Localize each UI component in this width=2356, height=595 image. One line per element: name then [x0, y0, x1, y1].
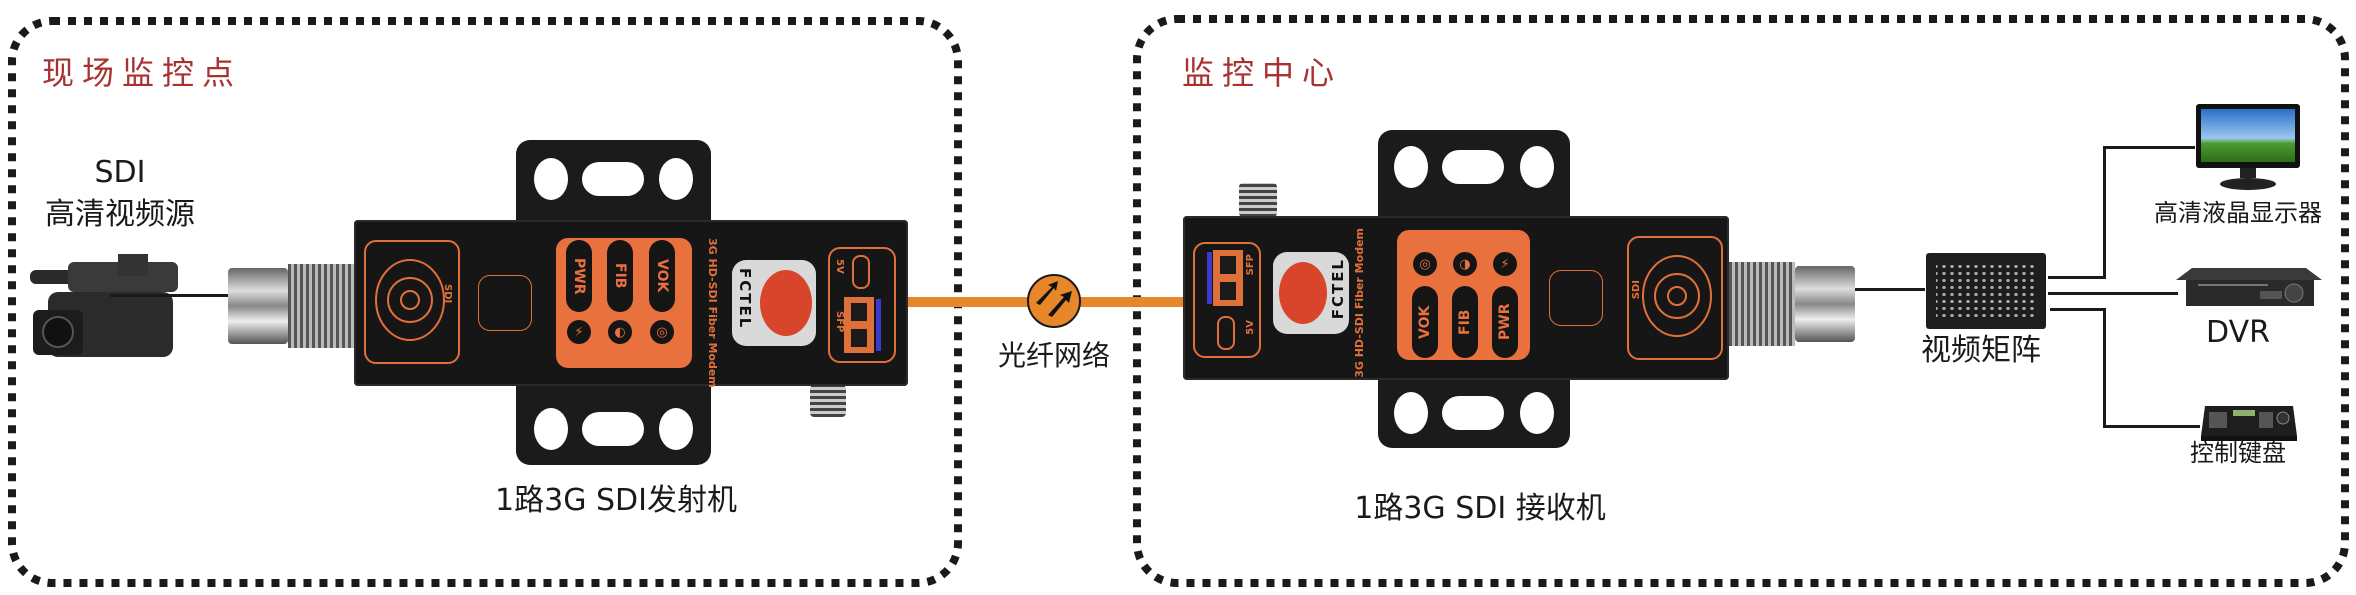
sfp-latch	[876, 299, 881, 351]
source-label-line1: SDI	[94, 155, 146, 190]
sfp-port[interactable]	[844, 297, 874, 353]
monitor-icon	[2196, 104, 2300, 190]
dvr-label: DVR	[2206, 315, 2270, 350]
camcorder-icon	[30, 254, 178, 357]
power-port-label: 5V	[1245, 320, 1256, 335]
cable-monitor-a	[2048, 276, 2105, 279]
matrix-label: 视频矩阵	[1921, 333, 2041, 368]
receiver-label: 1路3G SDI 接收机	[1354, 491, 1606, 526]
usb-c-port[interactable]	[1217, 316, 1235, 350]
source-label-line2: 高清视频源	[45, 197, 195, 232]
source-cable	[110, 294, 232, 297]
sdi-port-frame	[364, 240, 460, 364]
fiber-port-frame: SFP 5V	[1193, 242, 1261, 358]
model-text: 3G HD-SDI Fiber Modem	[1353, 228, 1366, 378]
keyboard-label: 控制键盘	[2190, 439, 2286, 467]
video-icon: ◎	[1413, 252, 1437, 276]
bnc-thread	[288, 264, 354, 348]
model-text: 3G HD-SDI Fiber Modem	[706, 238, 719, 388]
power-icon: ⚡	[567, 320, 591, 344]
sdi-port-icon	[375, 259, 445, 341]
cable-keyboard-a	[2050, 308, 2105, 311]
cable-monitor-b	[2103, 146, 2106, 279]
fiber-port-frame: 5V SFP	[828, 247, 896, 363]
usb-c-port[interactable]	[852, 255, 870, 289]
cable-keyboard-b	[2103, 308, 2106, 428]
bnc-connector[interactable]	[1795, 266, 1855, 342]
ground-screw	[1239, 183, 1277, 217]
led-panel: ◎ ◑ ⚡ VOK FIB PWR	[1397, 230, 1530, 360]
sfp-port[interactable]	[1213, 250, 1243, 306]
sdi-port-frame	[1627, 236, 1723, 360]
fiber-network-icon	[1027, 274, 1081, 328]
fiber-icon: ◑	[1453, 252, 1477, 276]
video-matrix-icon	[1926, 253, 2046, 329]
led-panel: PWR FIB VOK ⚡ ◐ ◎	[556, 238, 692, 368]
bnc-thread	[1729, 262, 1795, 346]
led-vok: VOK	[649, 240, 675, 312]
button-outline[interactable]	[478, 275, 532, 331]
device-body: SDI PWR FIB VOK ⚡ ◐ ◎ 3G HD-SDI Fiber Mo…	[354, 220, 908, 388]
led-vok: VOK	[1412, 286, 1438, 358]
fiber-label: 光纤网络	[997, 339, 1111, 372]
cable-monitor-c	[2103, 146, 2195, 149]
led-fib: FIB	[607, 240, 633, 312]
center-zone-title: 监控中心	[1182, 54, 1343, 92]
button-outline[interactable]	[1549, 270, 1603, 326]
bnc-connector[interactable]	[228, 268, 288, 344]
power-icon: ⚡	[1493, 252, 1517, 276]
ground-screw	[810, 385, 846, 417]
sdi-port-icon	[1642, 255, 1712, 337]
monitor-label: 高清液晶显示器	[2154, 199, 2322, 227]
power-port-label: 5V	[834, 259, 845, 274]
transmitter-label: 1路3G SDI发射机	[495, 483, 737, 518]
matrix-input-cable	[1855, 288, 1925, 291]
led-pwr: PWR	[1492, 286, 1518, 358]
video-icon: ◎	[650, 320, 674, 344]
cable-dvr	[2048, 292, 2178, 295]
cable-keyboard-c	[2103, 425, 2200, 428]
device-body: SFP 5V FCTEL 3G HD-SDI Fiber Modem ◎ ◑ ⚡…	[1183, 216, 1729, 380]
brand-logo: FCTEL	[1273, 252, 1349, 334]
dvr-icon	[2176, 268, 2322, 306]
brand-logo: FCTEL	[732, 260, 816, 346]
site-zone-title: 现场监控点	[42, 54, 243, 92]
led-pwr: PWR	[566, 240, 592, 312]
control-keyboard-icon	[2201, 406, 2297, 441]
fiber-port-label: SFP	[834, 311, 845, 333]
fiber-icon: ◐	[608, 320, 632, 344]
fiber-port-label: SFP	[1245, 254, 1256, 276]
sdi-port-label: SDI	[1631, 280, 1642, 300]
led-fib: FIB	[1452, 286, 1478, 358]
sfp-latch	[1207, 252, 1212, 304]
sdi-port-label: SDI	[442, 284, 453, 304]
